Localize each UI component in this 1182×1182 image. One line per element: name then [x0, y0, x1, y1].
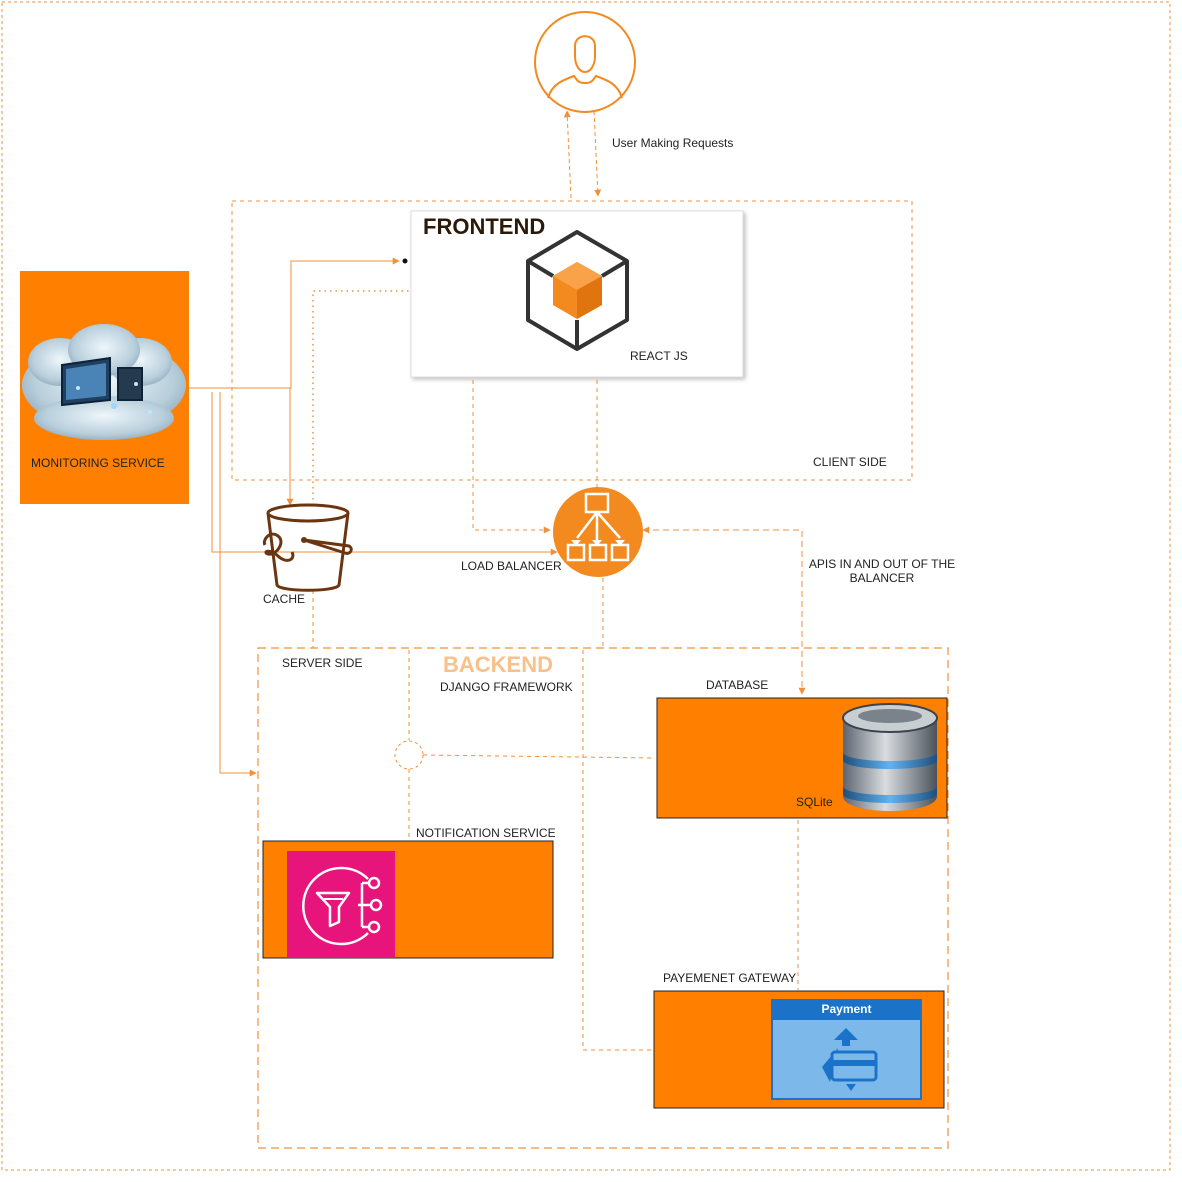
notification-icon [302, 866, 383, 946]
client-side-container [231, 200, 913, 481]
cache-label: CACHE [263, 592, 306, 606]
frontend-title: FRONTEND [423, 214, 546, 239]
monitoring-service-label: MONITORING SERVICE [31, 456, 165, 470]
server-side-container [257, 647, 949, 1149]
database-tech-label: SQLite [796, 795, 833, 809]
cloud-monitor-icon [22, 324, 186, 440]
connector-frontend-to-user [563, 110, 572, 199]
connector-cache-to-frontend [312, 290, 410, 505]
payment-panel-header [772, 1000, 921, 1020]
connector-endpoint-dot [402, 258, 408, 264]
user-caption: User Making Requests [612, 136, 734, 150]
connector-backend-to-payment [582, 650, 652, 1051]
cube-icon [526, 230, 629, 351]
notification-service-label: NOTIFICATION SERVICE [416, 826, 556, 840]
page-border [1, 1, 1171, 1171]
frontend-tech-label: REACT JS [630, 349, 688, 363]
connector-load-balancer-to-database [642, 526, 806, 695]
user-icon[interactable] [534, 11, 636, 113]
connector-frontend-to-load-balancer [472, 380, 551, 534]
backend-hub-node [394, 740, 424, 770]
load-balancer-icon[interactable] [553, 487, 643, 577]
server-side-label: SERVER SIDE [282, 656, 363, 670]
apis-note-line1: APIS IN AND OUT OF THE [808, 557, 956, 571]
payment-panel-title: Payment [821, 1002, 872, 1016]
apis-note-line2: BALANCER [849, 571, 915, 585]
connector-monitoring-to-cache [189, 387, 294, 506]
client-side-label: CLIENT SIDE [813, 455, 887, 469]
bucket-icon [262, 503, 353, 592]
connector-monitoring-to-backend [219, 392, 257, 777]
connector-monitoring-to-load-balancer [211, 392, 558, 556]
database-label: DATABASE [706, 678, 769, 692]
apis-note: APIS IN AND OUT OF THE BALANCER [808, 557, 956, 585]
connector-user-to-frontend [593, 110, 602, 197]
backend-title: BACKEND [443, 652, 553, 677]
connector-monitoring-to-frontend [189, 257, 400, 389]
connector-hub-to-database [422, 754, 656, 759]
database-icon [842, 703, 938, 811]
payment-gateway-label: PAYEMENET GATEWAY [663, 971, 797, 985]
credit-card-icon [822, 1028, 878, 1091]
load-balancer-label: LOAD BALANCER [461, 559, 562, 573]
django-framework-label: DJANGO FRAMEWORK [440, 680, 573, 694]
